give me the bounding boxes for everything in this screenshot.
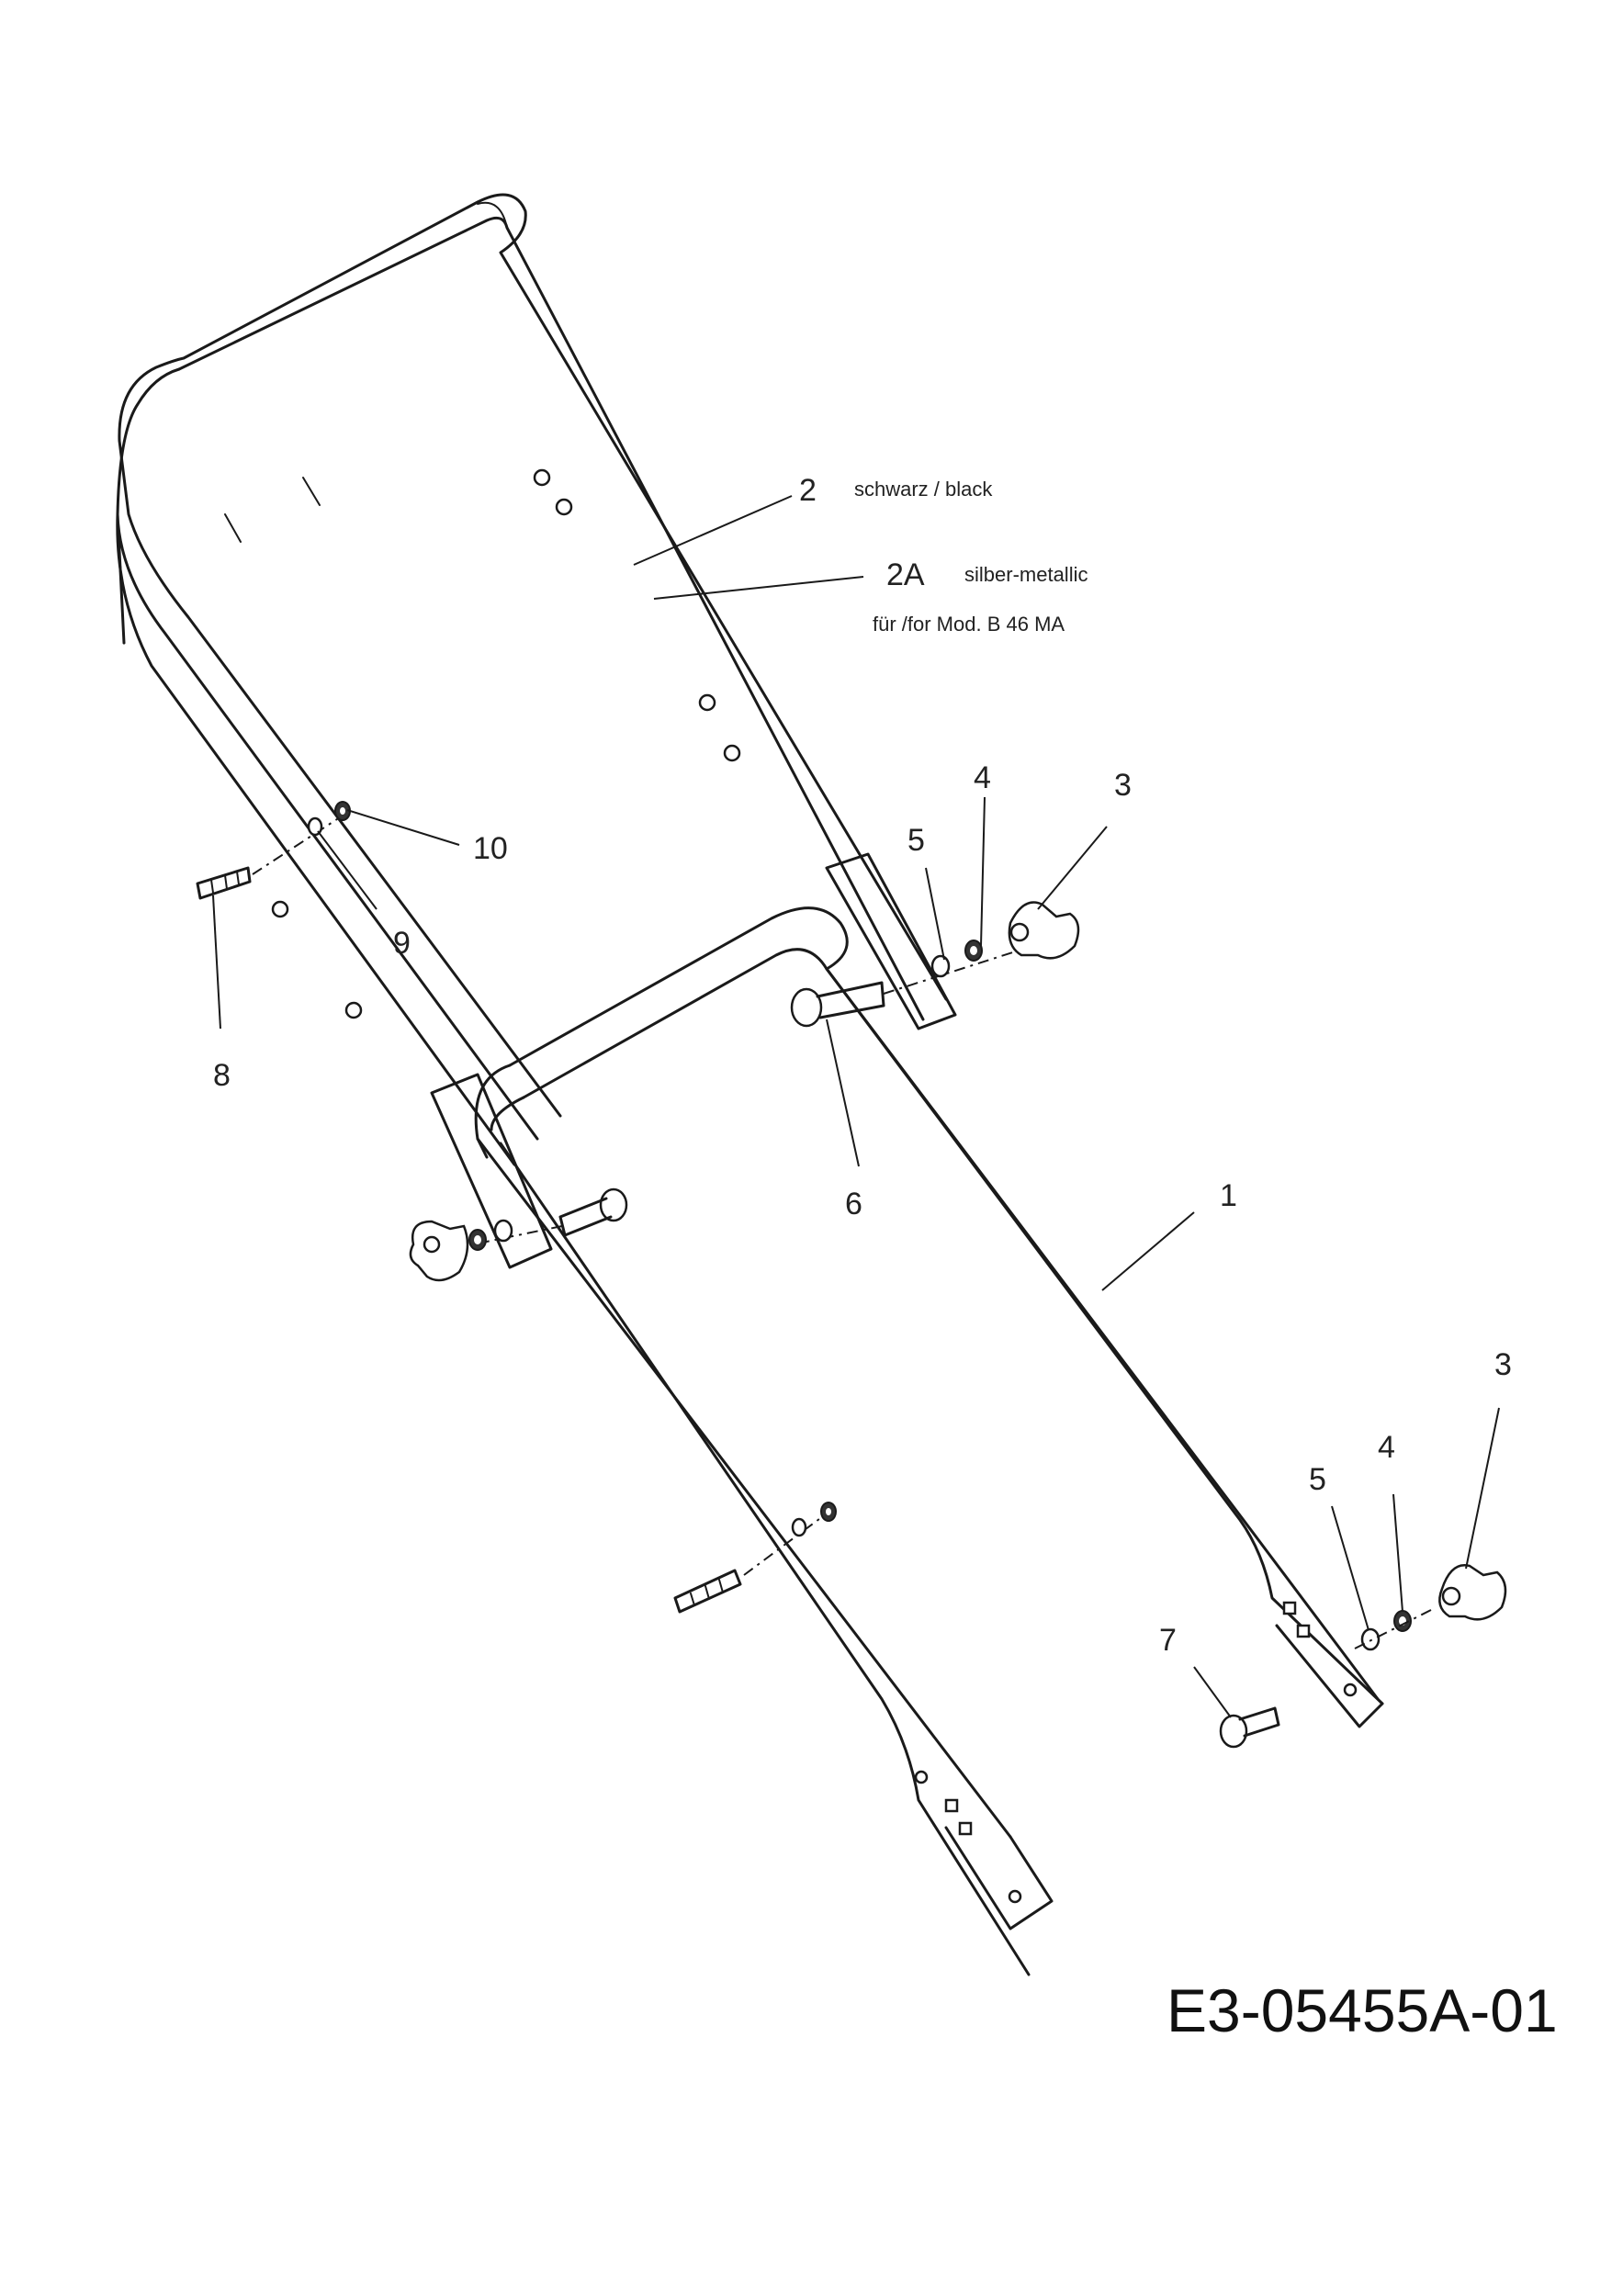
carriage-bolt-left [472, 1187, 628, 1245]
callouts: 2 schwarz / black 2A silber-metallic für… [213, 473, 1558, 2044]
callout-1: 1 [1220, 1178, 1237, 1213]
star-knob-lower-right [1438, 1564, 1507, 1621]
star-knob-upper-right [1008, 901, 1080, 960]
callout-5-lower: 5 [1309, 1462, 1326, 1497]
cable-screw-lower [673, 1502, 837, 1614]
callout-2: 2 [799, 473, 817, 508]
callout-3-lower: 3 [1494, 1347, 1512, 1382]
washers-upper-right [930, 940, 983, 978]
drawing-number: E3-05455A-01 [1167, 1976, 1558, 2044]
callout-8: 8 [213, 1058, 231, 1093]
callout-3-upper: 3 [1114, 768, 1132, 803]
carriage-bolt-part-7 [1219, 1706, 1280, 1749]
upper-handle [116, 193, 957, 1269]
star-knob-left [409, 1220, 469, 1282]
callout-2a: 2A [886, 557, 925, 592]
lower-handle [474, 906, 1384, 1976]
callout-6: 6 [845, 1187, 862, 1221]
callout-10: 10 [473, 831, 508, 866]
washer-part-9 [307, 816, 323, 837]
note-color-black: schwarz / black [854, 478, 993, 501]
washers-left [468, 1219, 513, 1251]
leader-lines [212, 495, 1500, 1718]
note-color-silver: silber-metallic [964, 563, 1088, 586]
callout-7: 7 [1159, 1623, 1177, 1658]
callout-4-upper: 4 [974, 760, 991, 795]
cable-screw-part-8 [196, 816, 341, 900]
callout-9: 9 [393, 926, 411, 961]
adjustment-slots [914, 1601, 1358, 1904]
callout-5-upper: 5 [907, 823, 925, 858]
cable-holes [271, 468, 741, 1019]
callout-4-lower: 4 [1378, 1430, 1395, 1465]
note-model-2a: für /for Mod. B 46 MA [873, 613, 1065, 636]
washers-lower-right [1354, 1608, 1434, 1651]
